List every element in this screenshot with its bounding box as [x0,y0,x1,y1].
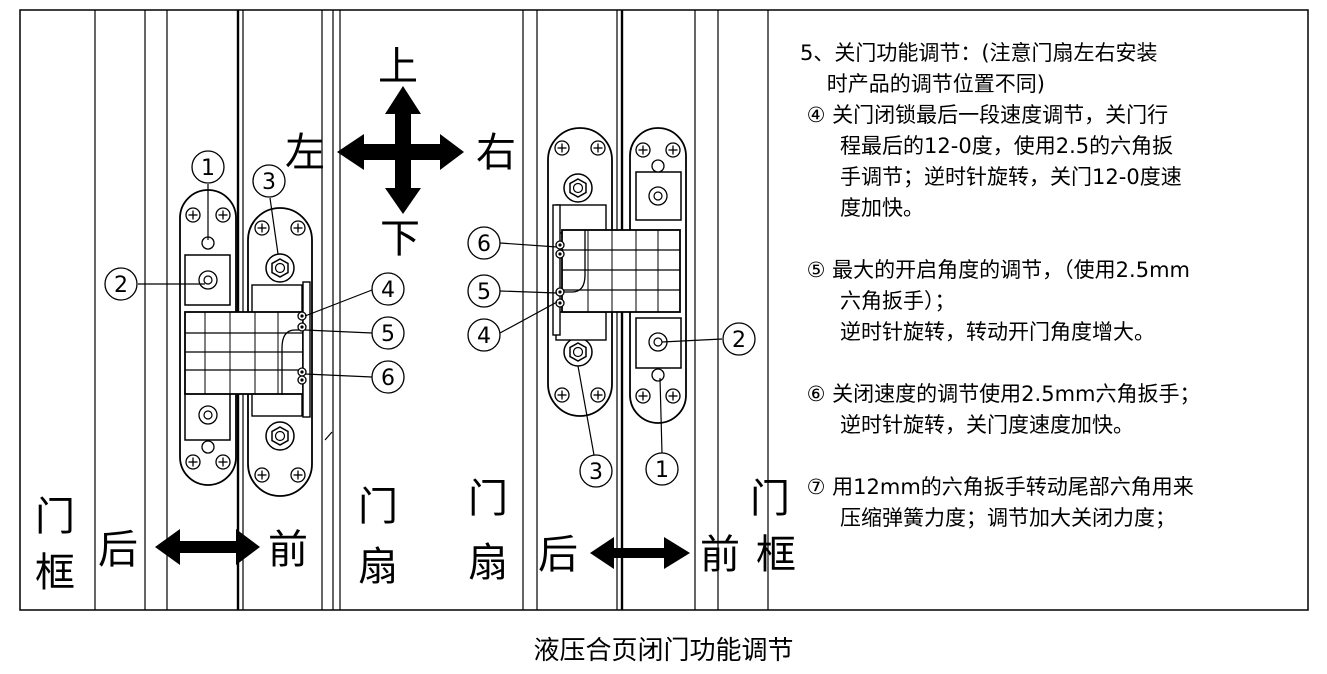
note-line: ⑥ 关闭速度的调节使用2.5mm六角扳手； [800,382,1201,406]
direction-left-label: 左 [285,130,325,176]
note-line: 程最后的12-0度，使用2.5的六角扳 [800,134,1174,158]
frame-label-left-2: 框 [35,550,75,596]
callout-3-right: 3 [589,460,603,485]
note-line: ⑦ 用12mm的六角扳手转动尾部六角用来 [800,475,1194,499]
callout-circles [104,150,756,488]
note-line: 手调节；逆时针旋转，关门12-0度速 [800,165,1182,189]
direction-down-label: 下 [380,216,420,262]
front-label-left: 前 [268,527,308,573]
callout-1-right: 1 [655,458,669,483]
direction-right-label: 右 [476,130,516,176]
direction-up-label: 上 [378,44,418,90]
callout-5-left: 5 [381,322,395,347]
note-line: 度加快。 [800,196,925,220]
back-label-left: 后 [98,527,138,573]
note-line: 六角扳手）； [800,289,956,313]
callout-6-right: 6 [477,232,491,257]
leaf-label-left-2: 扇 [358,544,398,590]
callout-4-left: 4 [381,278,395,303]
callout-2-right: 2 [732,328,746,353]
right-hinge [547,127,687,424]
front-back-arrow-left [155,529,260,565]
note-line [800,224,1300,255]
adjustment-notes: 5、关门功能调节：(注意门扇左右安装 时产品的调节位置不同) ④ 关门闭锁最后一… [800,38,1300,534]
frame-label-right-1: 门 [750,476,790,522]
callout-5-right: 5 [477,280,491,305]
frame-label-left-1: 门 [35,494,75,540]
leaf-label-left-1: 门 [358,484,398,530]
note-line: 逆时针旋转，转动开门角度增大。 [800,320,1156,344]
callout-4-right: 4 [477,324,491,349]
note-line [800,441,1300,472]
direction-cross [337,86,464,214]
front-label-right: 前 [700,532,740,578]
leaf-label-right-2: 扇 [468,540,508,586]
note-line: 5、关门功能调节：(注意门扇左右安装 [800,41,1158,65]
back-label-right: 后 [538,532,578,578]
callout-6-left: 6 [381,366,395,391]
callout-1-left: 1 [201,156,215,181]
frame-label-right-2: 框 [756,532,796,578]
note-line: ⑤ 最大的开启角度的调节，（使用2.5mm [800,258,1190,282]
callout-2-left: 2 [114,273,128,298]
front-back-arrow-right [590,537,690,569]
callout-3-left: 3 [262,170,276,195]
note-line: ④ 关门闭锁最后一段速度调节，关门行 [800,103,1169,127]
figure-caption: 液压合页闭门功能调节 [533,636,794,666]
diagram-frame [19,9,1309,611]
note-line [800,348,1300,379]
leaf-label-right-1: 门 [468,476,508,522]
left-hinge [179,189,333,497]
callout-leaders [138,184,723,456]
note-line: 压缩弹簧力度；调节加大关闭力度； [800,506,1177,530]
note-line: 逆时针旋转，关门度速度加快。 [800,413,1135,437]
note-line: 时产品的调节位置不同) [800,72,1045,96]
